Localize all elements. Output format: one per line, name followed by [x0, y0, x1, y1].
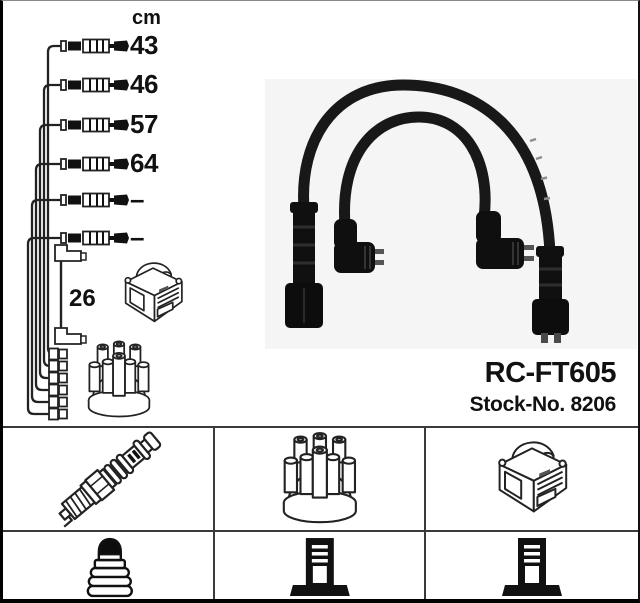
spark-plug-icon [58, 431, 162, 528]
component-legend-grid [3, 426, 638, 599]
grid-cell-terminal [215, 532, 427, 599]
cable-length-label: 57 [130, 109, 158, 139]
cable-end-glyphs [60, 38, 129, 246]
unit-header: cm [132, 7, 161, 29]
ignition-lead-outer [285, 79, 569, 343]
part-number: RC-FT605 [484, 357, 617, 389]
photo-backdrop [265, 79, 637, 349]
distributor-cap-drawing [87, 340, 151, 418]
grid-cell-distributor-cap [214, 428, 427, 532]
cable-length-label: 46 [130, 69, 158, 99]
grid-cell-spark-plug [3, 428, 215, 532]
cable-length-label: 64 [130, 148, 158, 178]
cable-length-label: 43 [130, 30, 158, 60]
ignition-lead-inner [334, 111, 534, 273]
coil-cable [54, 244, 87, 345]
stock-number: Stock-No. 8206 [469, 392, 617, 416]
grid-cell-plug-boot [3, 532, 215, 599]
grid-cell-ignition-coil [426, 428, 638, 532]
ignition-coil-drawing [124, 262, 183, 323]
terminal-icon [502, 538, 563, 596]
plug-boot-icon [86, 537, 133, 598]
wire-set-diagram [26, 38, 183, 421]
ignition-coil-icon [498, 441, 568, 513]
cable-length-label: – [130, 222, 144, 252]
distributor-cap-icon [282, 432, 357, 524]
coil-cable-length-label: 26 [69, 285, 96, 312]
distributor-terminals [48, 347, 68, 421]
part-number-block: RC-FT605 Stock-No. 8206 [469, 357, 617, 416]
grid-cell-terminal [426, 532, 638, 599]
cable-length-label: – [130, 184, 144, 214]
terminal-icon [289, 538, 350, 596]
